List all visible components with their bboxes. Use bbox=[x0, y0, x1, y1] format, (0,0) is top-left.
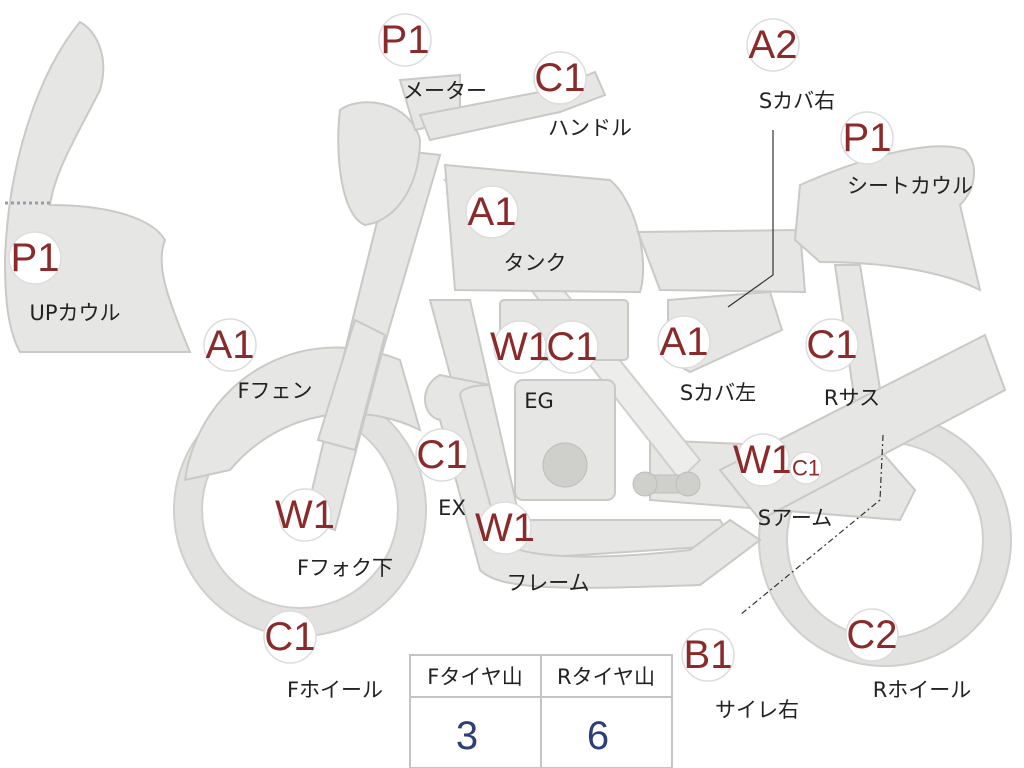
badge-circle bbox=[736, 433, 790, 487]
part-up-cowl[interactable]: P1 UPカウル bbox=[8, 231, 121, 325]
badge-circle bbox=[805, 318, 859, 372]
badge-circle bbox=[657, 315, 711, 369]
footpeg-end-right bbox=[675, 471, 701, 497]
badge-eg-1: W1 bbox=[490, 325, 550, 369]
badge-r-sus: C1 bbox=[806, 323, 857, 367]
label-silencer-right: サイレ右 bbox=[715, 698, 799, 722]
badge-circle bbox=[8, 231, 62, 285]
label-ex: EX bbox=[438, 496, 466, 520]
fork-guard-shape bbox=[316, 318, 387, 452]
label-up-cowl: UPカウル bbox=[29, 301, 120, 325]
part-meter[interactable]: P1 メーター bbox=[378, 13, 487, 103]
label-frame: フレーム bbox=[506, 571, 589, 595]
badge-s-arm-1: W1 bbox=[733, 438, 793, 482]
tire-table: Fタイヤ山 Rタイヤ山 3 6 bbox=[409, 654, 673, 768]
badge-circle bbox=[840, 111, 894, 165]
badge-meter: P1 bbox=[381, 18, 430, 62]
label-handle: ハンドル bbox=[548, 116, 632, 140]
badge-silencer-right: B1 bbox=[684, 633, 733, 677]
badge-circle bbox=[789, 451, 823, 485]
part-tank[interactable]: A1 タンク bbox=[465, 185, 567, 275]
badge-tank: A1 bbox=[468, 190, 517, 234]
part-frame[interactable]: W1 フレーム bbox=[475, 501, 590, 595]
part-eg[interactable]: W1 C1 EG bbox=[490, 320, 599, 413]
badge-seat-cowl: P1 bbox=[843, 116, 892, 160]
badge-circle bbox=[545, 320, 599, 374]
badge-up-cowl: P1 bbox=[11, 236, 60, 280]
exhaust-pipe-shape bbox=[424, 373, 762, 589]
badge-circle bbox=[478, 501, 532, 555]
label-tank: タンク bbox=[504, 251, 567, 275]
tire-table-header-rear: Rタイヤ山 bbox=[557, 665, 655, 689]
label-s-cover-left: Sカバ左 bbox=[680, 381, 756, 405]
part-r-wheel[interactable]: C2 Rホイール bbox=[845, 608, 972, 702]
badge-s-arm-2: C1 bbox=[792, 456, 820, 481]
footpeg-end-left bbox=[632, 471, 658, 497]
part-ex[interactable]: C1 EX bbox=[415, 428, 469, 520]
part-seat-cowl[interactable]: P1 シートカウル bbox=[840, 111, 973, 198]
badge-f-wheel: C1 bbox=[264, 615, 315, 659]
badge-circle bbox=[681, 628, 735, 682]
badge-circle bbox=[845, 608, 899, 662]
part-f-fender[interactable]: A1 Fフェン bbox=[203, 318, 313, 403]
badge-frame: W1 bbox=[475, 506, 535, 550]
badge-f-fork: W1 bbox=[275, 493, 335, 537]
badge-f-fender: A1 bbox=[206, 323, 255, 367]
badge-circle bbox=[378, 13, 432, 67]
label-r-wheel: Rホイール bbox=[873, 678, 972, 702]
label-meter: メーター bbox=[403, 79, 487, 103]
label-s-arm: Sアーム bbox=[758, 506, 832, 530]
badge-s-cover-right: A2 bbox=[749, 23, 798, 67]
part-silencer-right[interactable]: B1 サイレ右 bbox=[681, 628, 799, 722]
seat-cowl-shape bbox=[793, 145, 982, 292]
part-s-cover-left[interactable]: A1 Sカバ左 bbox=[657, 315, 756, 405]
part-s-cover-right[interactable]: A2 Sカバ右 bbox=[746, 18, 835, 113]
engine-cover-shape bbox=[542, 442, 588, 488]
badge-circle bbox=[465, 185, 519, 239]
label-r-sus: Rサス bbox=[824, 386, 880, 410]
tire-table-value-front[interactable]: 3 bbox=[456, 714, 478, 758]
label-f-wheel: Fホイール bbox=[287, 678, 383, 702]
badge-eg-2: C1 bbox=[546, 325, 597, 369]
label-seat-cowl: シートカウル bbox=[847, 174, 973, 198]
label-s-cover-right: Sカバ右 bbox=[759, 89, 835, 113]
badge-circle bbox=[533, 51, 587, 105]
part-handle[interactable]: C1 ハンドル bbox=[533, 51, 632, 140]
leader-silencer-right bbox=[739, 434, 884, 616]
badge-circle bbox=[746, 18, 800, 72]
badge-handle: C1 bbox=[534, 56, 585, 100]
badge-circle bbox=[278, 488, 332, 542]
seat-shape bbox=[636, 228, 807, 294]
badge-circle bbox=[203, 318, 257, 372]
badge-ex: C1 bbox=[416, 433, 467, 477]
leader-lines bbox=[727, 130, 884, 616]
part-f-wheel[interactable]: C1 Fホイール bbox=[263, 610, 383, 702]
engine-block-shape bbox=[514, 379, 616, 501]
part-f-fork[interactable]: W1 Fフォク下 bbox=[275, 488, 393, 580]
part-r-sus[interactable]: C1 Rサス bbox=[805, 318, 880, 410]
tire-table-header-front: Fタイヤ山 bbox=[427, 665, 522, 689]
badge-circle bbox=[263, 610, 317, 664]
badge-r-wheel: C2 bbox=[846, 613, 897, 657]
badge-s-cover-left: A1 bbox=[660, 320, 709, 364]
leader-s-cover-right bbox=[727, 130, 774, 308]
tire-table-value-rear[interactable]: 6 bbox=[587, 714, 609, 758]
label-eg: EG bbox=[524, 389, 554, 413]
label-f-fork: Fフォク下 bbox=[297, 556, 393, 580]
part-s-arm[interactable]: W1 C1 Sアーム bbox=[733, 433, 832, 530]
label-f-fender: Fフェン bbox=[237, 379, 312, 403]
nacelle-shape bbox=[337, 101, 422, 227]
badge-circle bbox=[415, 428, 469, 482]
